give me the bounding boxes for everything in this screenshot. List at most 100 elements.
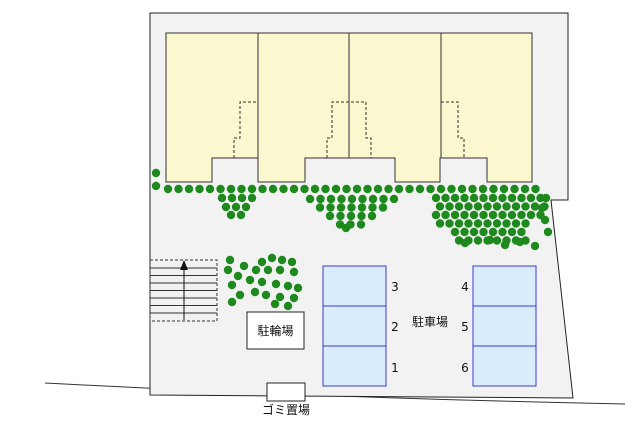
tree-icon	[379, 194, 388, 204]
tree-icon	[261, 290, 271, 300]
tree-icon	[271, 279, 281, 289]
tree-icon	[241, 202, 251, 212]
tree-icon	[502, 219, 511, 228]
tree-icon	[517, 210, 526, 220]
tree-icon	[367, 211, 377, 221]
tree-icon	[239, 261, 249, 271]
tree-icon	[357, 203, 367, 212]
tree-icon	[460, 238, 470, 248]
tree-icon	[283, 301, 293, 311]
parking-space	[322, 345, 387, 387]
parking-number: 3	[391, 280, 399, 294]
tree-icon	[227, 280, 237, 290]
tree-icon	[268, 184, 278, 194]
tree-icon	[511, 202, 521, 211]
tree-icon	[435, 219, 445, 228]
tree-icon	[368, 194, 378, 204]
tree-icon	[469, 193, 479, 203]
parking-number: 4	[461, 280, 469, 294]
tree-icon	[251, 265, 261, 275]
tree-icon	[352, 184, 362, 194]
tree-icon	[275, 292, 285, 302]
tree-icon	[245, 275, 255, 285]
tree-icon	[502, 202, 511, 211]
tree-icon	[526, 193, 536, 203]
tree-icon	[517, 193, 526, 203]
tree-icon	[368, 203, 377, 212]
tree-icon	[436, 184, 446, 194]
tree-icon	[521, 202, 530, 211]
parking-space	[322, 305, 387, 347]
tree-icon	[184, 184, 194, 194]
tree-icon	[473, 236, 483, 245]
tree-icon	[342, 184, 351, 194]
tree-icon	[357, 211, 366, 221]
tree-icon	[289, 267, 299, 277]
tree-icon	[336, 211, 345, 221]
tree-icon	[287, 257, 297, 267]
tree-icon	[478, 184, 488, 194]
car-parking-label: 駐車場	[412, 314, 448, 329]
parking-number: 1	[391, 361, 399, 375]
tree-icon	[231, 202, 241, 212]
tree-icon	[464, 219, 473, 228]
dashed-entrance	[441, 101, 465, 158]
tree-icon	[445, 202, 454, 211]
tree-icon	[226, 210, 236, 220]
tree-icon	[237, 184, 246, 194]
tree-icon	[450, 193, 460, 203]
tree-icon	[468, 184, 477, 194]
tree-icon	[346, 211, 356, 221]
tree-icon	[435, 202, 445, 211]
apartment-building	[165, 32, 533, 183]
tree-icon	[378, 203, 388, 212]
tree-icon	[257, 277, 267, 287]
tree-icon	[300, 184, 309, 194]
garbage-area-box	[266, 382, 306, 402]
tree-icon	[174, 184, 183, 194]
tree-icon	[460, 210, 469, 220]
parking-block-right	[472, 265, 537, 387]
parking-space	[472, 265, 537, 307]
tree-icon	[326, 194, 336, 204]
tree-icon	[336, 203, 346, 212]
tree-icon	[283, 281, 293, 291]
tree-icon	[235, 290, 245, 300]
tree-icon	[445, 219, 454, 228]
tree-icon	[223, 265, 233, 275]
tree-icon	[488, 193, 498, 203]
tree-icon	[454, 202, 464, 211]
tree-icon	[315, 203, 325, 212]
tree-icon	[530, 241, 540, 251]
tree-icon	[331, 184, 341, 194]
tree-icon	[507, 227, 517, 237]
tree-icon	[389, 194, 399, 204]
tree-icon	[460, 227, 469, 237]
parking-number: 2	[391, 320, 399, 334]
tree-icon	[326, 203, 335, 212]
tree-icon	[293, 283, 303, 293]
tree-icon	[325, 211, 335, 221]
tree-icon	[450, 210, 460, 220]
tree-icon	[498, 193, 507, 203]
tree-icon	[394, 184, 404, 194]
tree-icon	[151, 168, 161, 178]
tree-icon	[236, 210, 246, 220]
tree-icon	[263, 265, 273, 275]
tree-icon	[473, 202, 483, 211]
tree-icon	[469, 210, 479, 220]
tree-icon	[337, 194, 346, 204]
tree-icon	[431, 210, 441, 220]
tree-icon	[289, 184, 299, 194]
tree-icon	[257, 257, 267, 267]
tree-icon	[498, 227, 507, 237]
dashed-entrance	[233, 101, 258, 158]
tree-icon	[247, 193, 257, 203]
tree-icon	[537, 203, 547, 213]
tree-icon	[277, 255, 287, 265]
tree-icon	[457, 184, 467, 194]
garbage-area-label: ゴミ置場	[262, 402, 310, 417]
tree-icon	[227, 193, 237, 203]
tree-icon	[483, 219, 492, 228]
parking-number: 6	[461, 361, 469, 375]
